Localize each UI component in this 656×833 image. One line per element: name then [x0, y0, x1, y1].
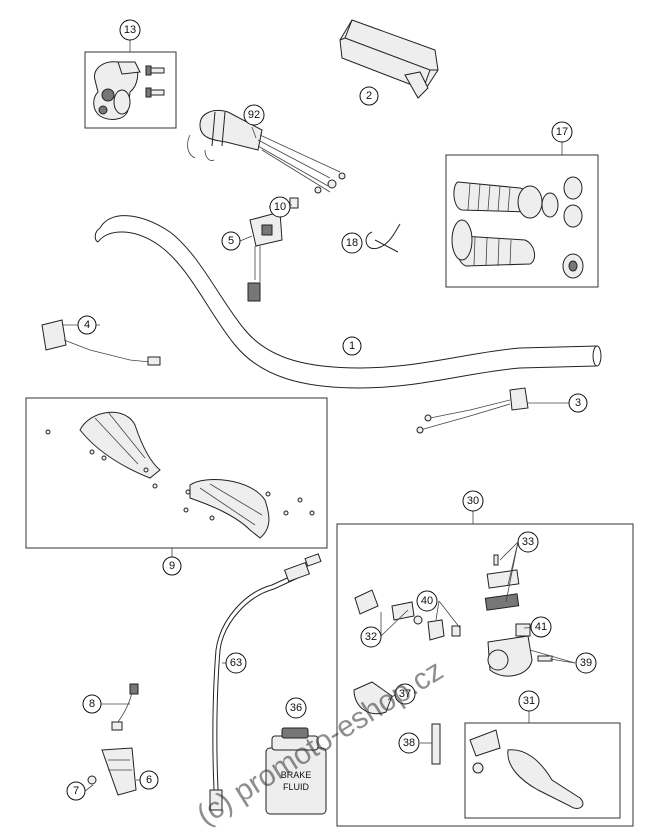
- handguard-part: [45, 411, 315, 539]
- brake-fluid-bottle: [265, 727, 327, 815]
- group-box-30: [336, 523, 634, 827]
- throttle-assembly-part: [187, 110, 346, 194]
- callout-1: 1: [342, 336, 362, 356]
- group-box-17: [445, 154, 599, 288]
- svg-text:92: 92: [248, 109, 260, 121]
- callout-41: 41: [530, 616, 552, 638]
- callout-32: 32: [360, 626, 382, 648]
- switch-part: [247, 197, 299, 302]
- svg-text:8: 8: [89, 698, 95, 710]
- svg-text:18: 18: [346, 237, 358, 249]
- svg-text:33: 33: [522, 536, 534, 548]
- svg-text:41: 41: [535, 621, 547, 633]
- cable-tie-part: [365, 223, 401, 253]
- svg-text:10: 10: [274, 201, 286, 213]
- svg-text:2: 2: [366, 90, 372, 102]
- svg-text:36: 36: [290, 702, 302, 714]
- svg-text:7: 7: [73, 785, 79, 797]
- svg-text:3: 3: [575, 397, 581, 409]
- callout-7: 7: [66, 781, 86, 801]
- svg-text:39: 39: [580, 657, 592, 669]
- brake-line-part: [209, 553, 322, 811]
- grips-part: [451, 176, 584, 279]
- svg-text:32: 32: [365, 631, 377, 643]
- callout-8: 8: [82, 694, 102, 714]
- svg-text:5: 5: [228, 235, 234, 247]
- brake-switch-part: [87, 683, 139, 796]
- callout-6: 6: [139, 770, 159, 790]
- leader-lines: [62, 40, 578, 792]
- group-box-31: [464, 722, 621, 819]
- svg-text:9: 9: [169, 560, 175, 572]
- brake-lever-part: [469, 729, 584, 809]
- callout-4: 4: [77, 315, 97, 335]
- callout-30: 30: [462, 490, 484, 512]
- callout-36: 36: [285, 697, 307, 719]
- callout-63: 63: [225, 652, 247, 674]
- master-cylinder-parts: [353, 554, 553, 765]
- right-switch-part: [416, 387, 529, 434]
- svg-text:63: 63: [230, 657, 242, 669]
- callout-31: 31: [518, 690, 540, 712]
- left-switch-part: [41, 319, 161, 366]
- callout-2: 2: [359, 86, 379, 106]
- svg-text:17: 17: [556, 126, 568, 138]
- svg-text:37: 37: [399, 688, 411, 700]
- callout-10: 10: [269, 196, 291, 218]
- callout-18: 18: [341, 232, 363, 254]
- group-box-13: [84, 51, 177, 129]
- callout-17: 17: [551, 121, 573, 143]
- callout-39: 39: [575, 652, 597, 674]
- clamp-part: [93, 61, 141, 120]
- svg-text:30: 30: [467, 495, 479, 507]
- callout-38: 38: [398, 732, 420, 754]
- callout-13: 13: [119, 19, 141, 41]
- svg-text:6: 6: [146, 774, 152, 786]
- handlebar-part: [94, 215, 602, 389]
- bottle-label-fluid: FLUID: [283, 782, 310, 792]
- svg-text:31: 31: [523, 695, 535, 707]
- svg-text:13: 13: [124, 24, 136, 36]
- svg-text:40: 40: [421, 595, 433, 607]
- callout-40: 40: [416, 590, 438, 612]
- callout-3: 3: [568, 393, 588, 413]
- callout-5: 5: [221, 231, 241, 251]
- bottle-label-brake: BRAKE: [281, 770, 312, 780]
- callout-33: 33: [517, 531, 539, 553]
- handlebar-pad-part: [339, 19, 439, 99]
- callout-92: 92: [243, 104, 265, 126]
- callout-9: 9: [162, 556, 182, 576]
- svg-text:38: 38: [403, 737, 415, 749]
- group-box-9: [25, 397, 328, 549]
- svg-text:4: 4: [84, 319, 90, 331]
- svg-text:1: 1: [349, 340, 355, 352]
- clamp-bolts: [145, 65, 165, 98]
- callout-37: 37: [394, 683, 416, 705]
